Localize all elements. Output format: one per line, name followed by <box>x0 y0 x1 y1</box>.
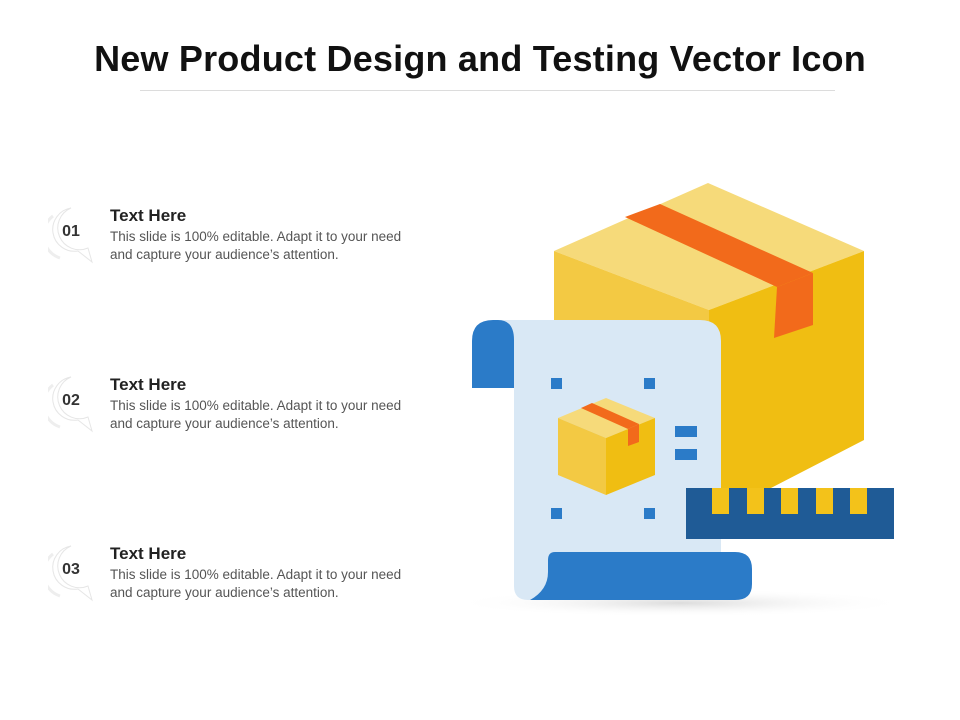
list-item-02: 02 Text Here This slide is 100% editable… <box>48 375 408 445</box>
item-description: This slide is 100% editable. Adapt it to… <box>110 567 402 600</box>
item-description: This slide is 100% editable. Adapt it to… <box>110 229 402 262</box>
number-badge: 01 <box>48 206 94 264</box>
ruler-icon <box>686 488 894 539</box>
badge-shape-icon <box>48 207 93 264</box>
product-illustration <box>450 183 910 617</box>
slide-title: New Product Design and Testing Vector Ic… <box>94 38 866 79</box>
item-heading: Text Here <box>110 206 187 225</box>
product-design-testing-icon <box>440 170 920 635</box>
item-description: This slide is 100% editable. Adapt it to… <box>110 398 402 431</box>
item-heading: Text Here <box>110 375 187 394</box>
blueprint-scroll-icon <box>472 320 752 600</box>
item-heading: Text Here <box>110 544 187 563</box>
badge-number: 02 <box>62 392 80 409</box>
number-badge: 02 <box>48 375 94 433</box>
badge-shape-icon <box>48 376 93 433</box>
list-item-03: 03 Text Here This slide is 100% editable… <box>48 544 408 614</box>
title-divider <box>140 90 835 91</box>
badge-number: 03 <box>62 561 80 578</box>
badge-shape-icon <box>48 545 93 602</box>
number-badge: 03 <box>48 544 94 602</box>
badge-number: 01 <box>62 223 80 240</box>
list-item-01: 01 Text Here This slide is 100% editable… <box>48 206 408 276</box>
